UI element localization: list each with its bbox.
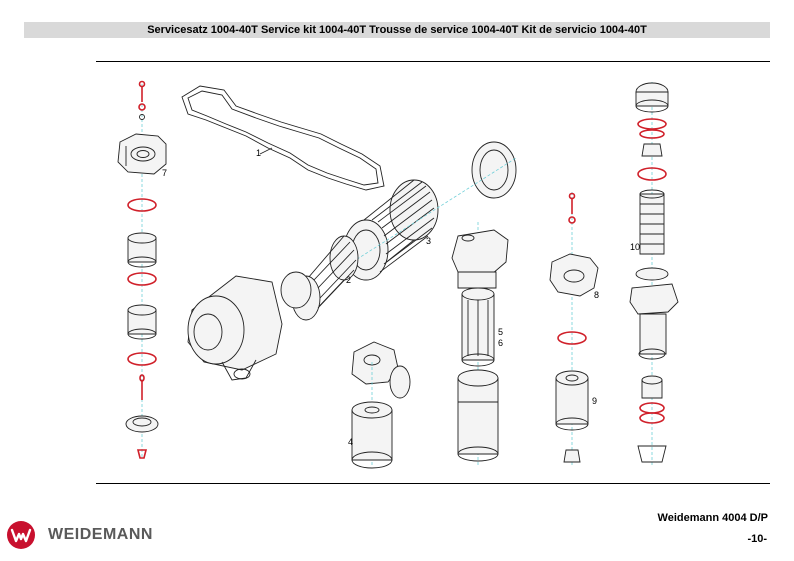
callout-3: 3 xyxy=(426,236,431,246)
brand-name: WEIDEMANN xyxy=(48,526,153,543)
callout-9: 9 xyxy=(592,396,597,406)
bottom-divider xyxy=(96,483,770,484)
part-10-stack xyxy=(629,82,679,467)
callout-6: 6 xyxy=(498,338,503,348)
part-4-fuel-filter xyxy=(351,341,411,469)
callout-4: 4 xyxy=(348,437,353,447)
page-title: Servicesatz 1004-40T Service kit 1004-40… xyxy=(24,22,770,38)
callout-7: 7 xyxy=(162,168,167,178)
part-1-gasket xyxy=(181,85,385,191)
callout-10: 10 xyxy=(630,242,640,252)
air-filter-housing xyxy=(187,275,283,381)
callout-1: 1 xyxy=(256,148,261,158)
callout-8: 8 xyxy=(594,290,599,300)
model-label: Weidemann 4004 D/P xyxy=(657,512,768,524)
exploded-parts-diagram: 1 2 3 4 5 6 7 8 9 10 xyxy=(117,80,679,469)
part-2-inner-filter xyxy=(280,235,359,321)
page-number: -10- xyxy=(747,533,767,545)
part-3-air-filter xyxy=(339,141,517,281)
callout-5: 5 xyxy=(498,327,503,337)
weidemann-logo-icon xyxy=(7,521,35,549)
callout-2: 2 xyxy=(346,275,351,285)
brand-logo: WEIDEMANN xyxy=(6,520,153,550)
parts-5-6-hydraulic-filter xyxy=(451,222,509,467)
top-divider xyxy=(96,61,770,62)
parts-8-9-fuel-filter xyxy=(549,192,599,467)
part-7-stack xyxy=(117,80,167,459)
